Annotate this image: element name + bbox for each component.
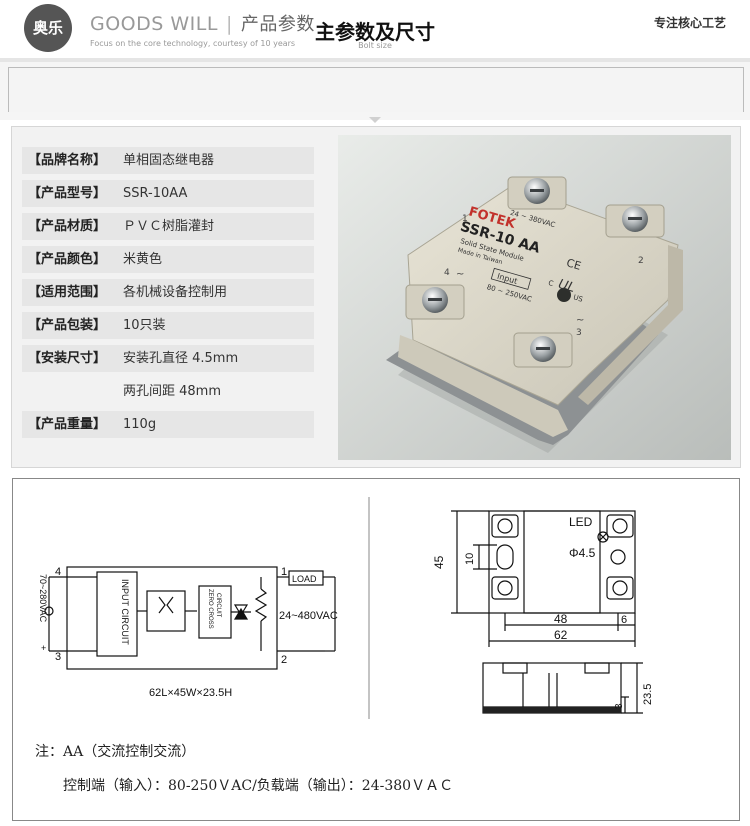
product-photo: FOTEK SSR-10 AA Solid State Module Made … (338, 135, 731, 460)
spec-label: 【品牌名称】 (28, 153, 107, 168)
photo-terminal-3: 3 (576, 328, 582, 338)
spec-value: 110g (123, 417, 157, 432)
output-voltage-label: 24~480VAC (279, 610, 338, 622)
spec-value: 安装孔直径 4.5mm (123, 351, 239, 366)
circuit-outline (66, 566, 278, 670)
diagram-panel: 4 3 1 2 + 70~280VAC INPUT CIRCUIT ZERO C… (12, 478, 740, 821)
dim-23-5: 23.5 (642, 684, 654, 705)
section-name: 产品参数 (240, 14, 315, 35)
spec-label: 【安装尺寸】 (28, 351, 107, 366)
photo-tilde-left: ~ (456, 269, 464, 280)
side-base-plate (483, 707, 621, 713)
header-tagline: 专注核心工艺 (653, 16, 726, 30)
pin-2-label: 2 (281, 654, 287, 666)
top-view-drawing (451, 510, 636, 647)
led-label: LED (569, 515, 593, 529)
photo-c-mark: C (547, 279, 554, 288)
spec-row-hole-spacing: 两孔间距 48mm (22, 378, 314, 405)
spec-value: 各机械设备控制用 (123, 285, 228, 300)
spec-row-mounting: 【安装尺寸】 安装孔直径 4.5mm (22, 345, 314, 372)
spec-row-usage: 【适用范围】 各机械设备控制用 (22, 279, 314, 306)
spec-list: 【品牌名称】 单相固态继电器 【产品型号】 SSR-10AA 【产品材质】 ＰＶＣ树脂… (22, 147, 314, 444)
spec-value: ＰＶＣ树脂灌封 (123, 219, 215, 234)
hole-diameter-label: Φ4.5 (569, 546, 596, 560)
pin-4-label: 4 (55, 566, 61, 578)
spec-label: 【产品型号】 (28, 186, 107, 201)
spec-label: 【产品材质】 (28, 219, 107, 234)
brand-line: GOODS WILL | 产品参数 (90, 10, 315, 36)
spec-panel: 【品牌名称】 单相固态继电器 【产品型号】 SSR-10AA 【产品材质】 ＰＶＣ树脂… (11, 126, 741, 468)
spec-row-brand: 【品牌名称】 单相固态继电器 (22, 147, 314, 174)
spec-row-model: 【产品型号】 SSR-10AA (22, 180, 314, 207)
photo-terminal-4: 4 (444, 268, 450, 278)
spec-label: 【产品重量】 (28, 417, 107, 432)
circuit-schematic (44, 566, 336, 670)
photo-ce-mark: CE (565, 256, 583, 273)
relay-side-outline (482, 662, 622, 714)
pin-3-label: 3 (55, 651, 61, 663)
page-title: 主参数及尺寸 (315, 20, 435, 44)
input-circuit-block (96, 571, 138, 657)
note-type: 注：AA（交流控制交流） (35, 744, 196, 760)
photo-us-mark: US (572, 293, 584, 303)
zero-cross-block (198, 585, 232, 639)
spec-value: 米黄色 (123, 252, 163, 267)
spec-row-package: 【产品包装】 10只装 (22, 312, 314, 339)
load-box (288, 570, 324, 586)
brand-separator: | (225, 13, 233, 35)
photo-tilde-right: ~ (576, 315, 584, 326)
header-divider (0, 58, 750, 62)
title-frame (8, 67, 744, 112)
photo-input-box (490, 267, 532, 290)
photo-terminal-2: 2 (638, 256, 644, 266)
brand-logo: 奥乐 (24, 4, 72, 52)
diagram-drawings: 4 3 1 2 + 70~280VAC INPUT CIRCUIT ZERO C… (38, 497, 654, 719)
dim-48: 48 (554, 612, 568, 626)
spec-row-weight: 【产品重量】 110g (22, 411, 314, 438)
spec-value: 10只装 (123, 318, 166, 333)
photo-ul-mark: UL (556, 277, 576, 296)
spec-row-material: 【产品材质】 ＰＶＣ树脂灌封 (22, 213, 314, 240)
page-header: 奥乐 GOODS WILL | 产品参数 Focus on the core tec… (0, 0, 750, 62)
brand-slogan: Focus on the core technology, courtesy o… (90, 39, 296, 48)
relay-illustration: FOTEK SSR-10 AA Solid State Module Made … (338, 135, 731, 460)
note-voltage: 控制端（输入）：80-250ＶAC/负载端（输出）：24-380ＶＡＣ (63, 778, 454, 794)
brand-name-en: GOODS WILL (90, 13, 218, 35)
load-label: LOAD (292, 574, 317, 584)
dim-3: 3 (614, 703, 625, 709)
spec-row-color: 【产品颜色】 米黄色 (22, 246, 314, 273)
spec-value: 单相固态继电器 (123, 153, 215, 168)
photo-terminal-1: 1 (462, 214, 468, 224)
size-label: 62L×45W×23.5H (149, 687, 232, 699)
spec-label: 【适用范围】 (28, 285, 107, 300)
title-band (0, 62, 750, 120)
spec-value: 两孔间距 48mm (123, 384, 222, 399)
dim-62: 62 (554, 628, 568, 642)
input-circuit-label: INPUT CIRCUIT (120, 579, 130, 645)
page-subtitle: Bolt size (358, 41, 392, 50)
plus-sign: + (41, 643, 46, 653)
spec-value: SSR-10AA (123, 186, 188, 201)
dim-10: 10 (464, 553, 476, 565)
spec-label: 【产品包装】 (28, 318, 107, 333)
dim-45: 45 (432, 555, 446, 569)
spec-label: 【产品颜色】 (28, 252, 107, 267)
input-voltage-label: 70~280VAC (38, 574, 48, 623)
zero-cross-label-2: CIRCUIT (215, 593, 221, 618)
zero-cross-label-1: ZERO CROSS (207, 589, 213, 629)
title-pointer (369, 117, 381, 123)
dim-6: 6 (621, 614, 627, 626)
pin-1-label: 1 (281, 566, 287, 578)
